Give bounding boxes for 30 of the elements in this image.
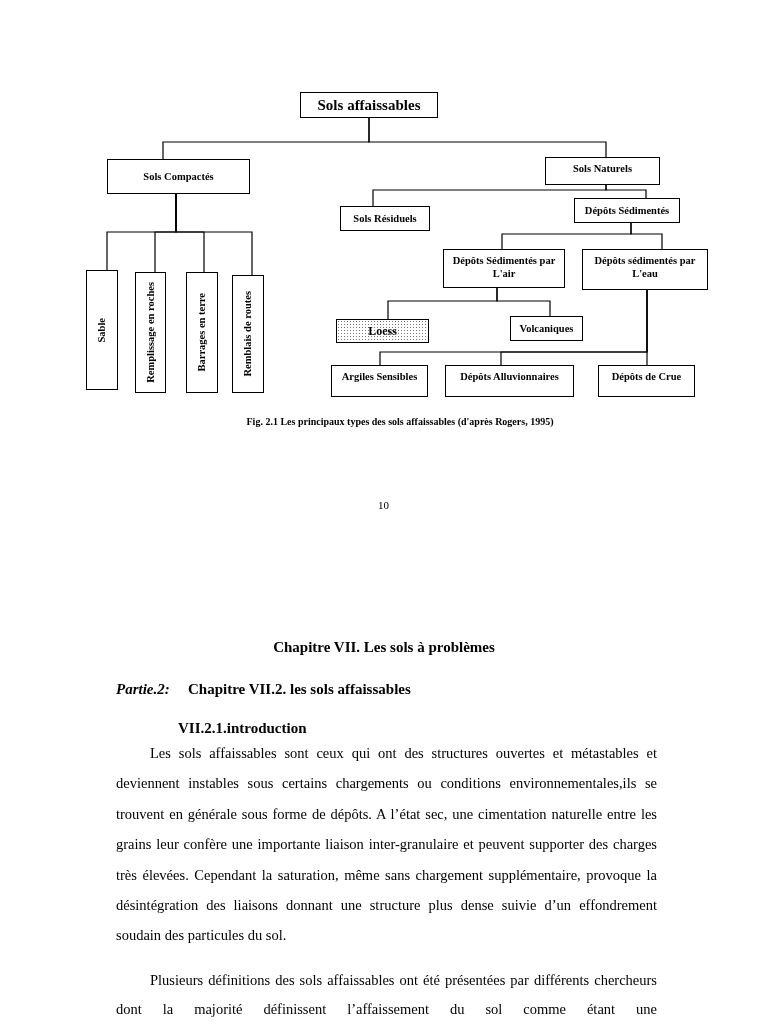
category-box: Dépôts de Crue xyxy=(598,365,695,397)
category-box: Dépôts Alluvionnaires xyxy=(445,365,574,397)
category-box: Sols affaissables xyxy=(300,92,438,118)
paragraph-text: Les sols affaissables sont ceux qui ont des structures ouvertes et métastables et deviennent instables sous certains chargements ou conditions environnementales,ils se trouvent en générale sous forme de dépôts. A l’état sec, une cimentation naturelle entre les grains leur confère une importante liaison inter-granulaire et peuvent supporter des charges très élevées. Cependant la saturation, même sans chargement supplémentaire, provoque la désintégration des liaisons donnant une structure plus dense suivie d’un effondrement soudain des particules du sol. xyxy=(116,744,657,946)
heading-text: Partie.2: xyxy=(116,680,170,699)
connector-line xyxy=(605,184,647,199)
connector-line xyxy=(630,222,663,250)
heading-text: VII.2.1.introduction xyxy=(178,719,307,738)
category-box: Loess xyxy=(336,319,429,343)
connector-line xyxy=(646,289,648,366)
vertical-category-box: Barrages en terre xyxy=(186,272,218,393)
heading-text: Chapitre VII. Les sols à problèmes xyxy=(272,638,496,657)
category-box: Sols Naturels xyxy=(545,157,660,185)
vertical-category-box: Remplissage en roches xyxy=(135,272,166,393)
figure-caption: Fig. 2.1 Les principaux types des sols affaissables (d'après Rogers, 1995) xyxy=(245,415,555,429)
category-box: Sols Compactés xyxy=(107,159,250,194)
page-number: 10 xyxy=(378,498,389,513)
heading-text: Chapitre VII.2. les sols affaissables xyxy=(188,680,411,699)
category-box: Dépôts Sédimentés xyxy=(574,198,680,223)
category-box: Dépôts Sédimentés par L'air xyxy=(443,249,565,288)
connector-line xyxy=(496,287,551,317)
category-box: Volcaniques xyxy=(510,316,583,341)
vertical-category-box: Remblais de routes xyxy=(232,275,264,393)
category-box: Argiles Sensibles xyxy=(331,365,428,397)
category-box: Sols Résiduels xyxy=(340,206,430,231)
vertical-category-box: Sable xyxy=(86,270,118,390)
paragraph-text: Plusieurs définitions des sols affaissables ont été présentées par différents chercheurs dont la majorité définissent l’affaissement du sol comme étant une xyxy=(116,971,657,1019)
category-box: Dépôts sédimentés par L'eau xyxy=(582,249,708,290)
connector-line xyxy=(368,117,607,158)
connector-line xyxy=(175,193,253,276)
